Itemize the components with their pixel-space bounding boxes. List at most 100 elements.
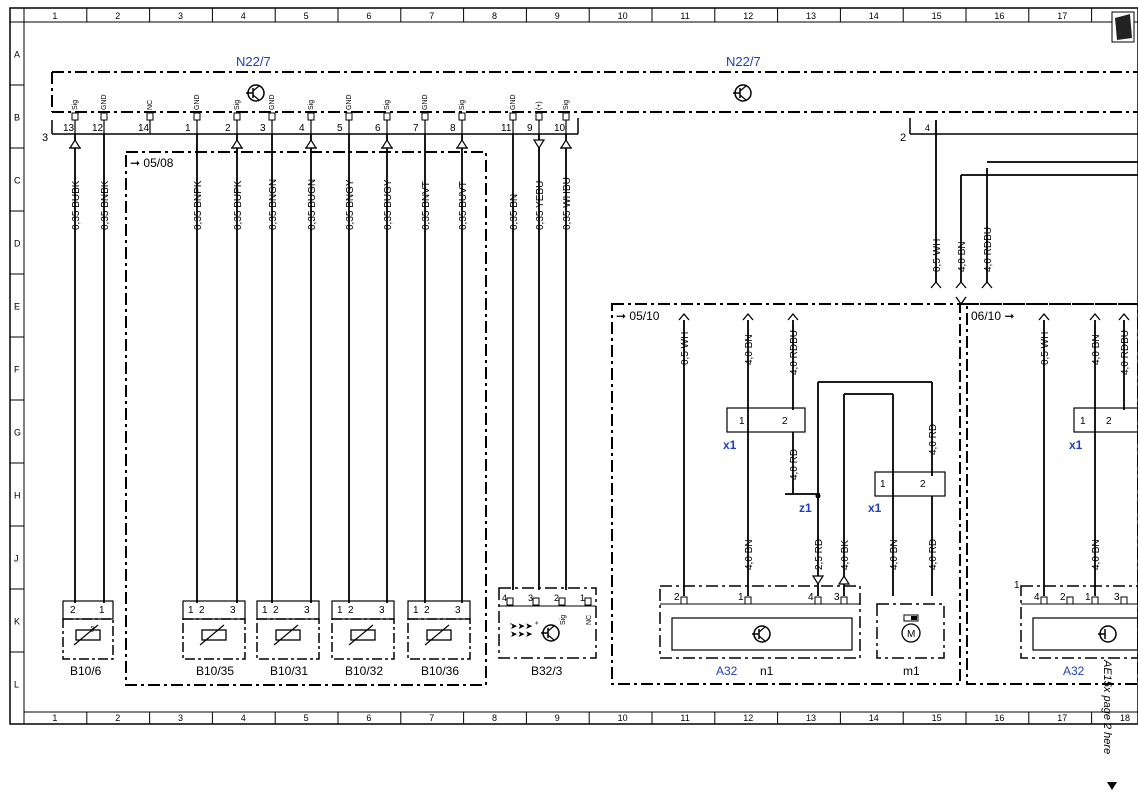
wire[interactable]: 0,35 BN bbox=[509, 134, 520, 590]
x1-label-motor[interactable]: x1 bbox=[868, 501, 882, 515]
wire[interactable]: 0,35 BNGN bbox=[268, 134, 279, 603]
x1-label-right[interactable]: x1 bbox=[1069, 438, 1083, 452]
row-label: E bbox=[14, 302, 20, 312]
wire-label: 0,5 WH bbox=[1040, 332, 1051, 365]
wire[interactable]: 0,35 BUVT bbox=[458, 134, 469, 603]
x1-right-pin-2: 2 bbox=[1106, 416, 1112, 427]
wire-label: 4,0 RDBU bbox=[789, 330, 800, 375]
ref-0610[interactable]: 06/10 ➞ bbox=[971, 309, 1014, 323]
arrow-up-icon bbox=[837, 574, 851, 585]
column-label: 16 bbox=[994, 11, 1004, 21]
ref-0510[interactable]: ➞ 05/10 bbox=[616, 309, 660, 323]
x1-label-left[interactable]: x1 bbox=[723, 438, 737, 452]
wire[interactable]: 0,35 BUBK bbox=[71, 134, 82, 603]
z1-label[interactable]: z1 bbox=[799, 501, 812, 515]
a32-pin-number: 1 bbox=[738, 592, 744, 603]
sheet-frame bbox=[9, 7, 1138, 725]
a32-pin-number: 2 bbox=[674, 592, 680, 603]
bus-pin-number: 1 bbox=[185, 123, 191, 134]
column-label: 18 bbox=[1120, 713, 1130, 723]
a32-label-right[interactable]: A32 bbox=[1063, 664, 1085, 678]
resistor-icon bbox=[426, 629, 452, 641]
transistor-icon bbox=[1098, 625, 1117, 643]
a32-pin bbox=[814, 596, 822, 605]
connector-end-icon bbox=[955, 280, 967, 289]
arrow-up-icon bbox=[559, 138, 573, 149]
row-label: D bbox=[14, 239, 21, 249]
temperature-symbol: ϑ bbox=[90, 625, 95, 634]
bus-pin-number: 11 bbox=[501, 123, 512, 134]
b32-label[interactable]: B32/3 bbox=[531, 664, 563, 678]
a32-right-pin bbox=[1040, 596, 1048, 605]
bus-pin-role: (+) bbox=[536, 101, 543, 110]
ref-0508[interactable]: ➞ 05/08 bbox=[130, 156, 174, 170]
sensor-label: B10/31 bbox=[270, 664, 308, 678]
x1-connector-motor bbox=[874, 471, 946, 497]
b32-pin bbox=[584, 597, 592, 606]
a32-right-pin-number: 2 bbox=[1060, 592, 1066, 603]
column-label: 2 bbox=[115, 11, 120, 21]
column-label: 5 bbox=[304, 11, 309, 21]
b32-box bbox=[498, 587, 597, 659]
module-n22-right-label[interactable]: N22/7 bbox=[726, 54, 761, 69]
wire-label: 4,0 BN bbox=[957, 241, 968, 272]
junction-dot bbox=[815, 493, 821, 499]
connector-end-icon bbox=[787, 312, 799, 321]
bus-pin-role: Sig bbox=[563, 100, 570, 110]
column-label: 6 bbox=[366, 713, 371, 723]
wire[interactable]: 0,35 BNGY bbox=[345, 134, 356, 603]
m1-connector-pin-1: 1 bbox=[880, 479, 886, 490]
wire[interactable]: 0,35 YEBU bbox=[535, 134, 546, 590]
connector-end-icon bbox=[930, 280, 942, 289]
x1-connector-right bbox=[1073, 407, 1138, 433]
a32-label[interactable]: A32 bbox=[716, 664, 738, 678]
split-arrow-icon bbox=[955, 296, 967, 306]
wire-label: 4,0 RDBU bbox=[1120, 330, 1131, 375]
wire[interactable]: 0,35 BUGY bbox=[383, 134, 394, 603]
column-label: 13 bbox=[806, 713, 816, 723]
sensor-pin: 3 bbox=[379, 605, 385, 616]
column-label: 14 bbox=[869, 713, 879, 723]
a32-pin-number: 3 bbox=[834, 592, 840, 603]
transistor-icon bbox=[246, 84, 265, 102]
bus-pin-number: 4 bbox=[299, 123, 305, 134]
bus-pin-number: 7 bbox=[413, 123, 419, 134]
wire-label: 0,5 WH bbox=[932, 239, 943, 272]
wire[interactable]: 0,35 BNBK bbox=[100, 134, 111, 603]
a32-pin bbox=[744, 596, 752, 605]
module-n22-left-label[interactable]: N22/7 bbox=[236, 54, 271, 69]
wire[interactable]: 0,35 BNPK bbox=[193, 134, 204, 603]
b32-pin-number: 4 bbox=[502, 593, 507, 603]
insert-arrow-icon bbox=[1107, 782, 1117, 790]
wire-label: 0,35 BUVT bbox=[458, 181, 469, 230]
wire[interactable]: 0,35 BUPK bbox=[233, 134, 244, 603]
bus-pin-number: 8 bbox=[450, 123, 456, 134]
row-label: J bbox=[14, 554, 19, 564]
column-label: 5 bbox=[304, 713, 309, 723]
sensor-label: B10/36 bbox=[421, 664, 459, 678]
b32-pin bbox=[532, 597, 540, 606]
connector-end-icon bbox=[1089, 312, 1101, 321]
transistor-icon bbox=[752, 625, 771, 643]
sensor-pin: 3 bbox=[230, 605, 236, 616]
wire[interactable]: 0,35 BNVT bbox=[421, 134, 432, 603]
b32-pin-role: + bbox=[534, 621, 541, 625]
bus-pin-role: GND bbox=[101, 94, 108, 110]
sensor-pin: 2 bbox=[199, 605, 205, 616]
arrow-up-icon bbox=[304, 138, 318, 149]
wire[interactable]: 0,35 BUGN bbox=[307, 134, 318, 603]
x1-pin-2: 2 bbox=[782, 416, 788, 427]
wire[interactable]: 0,35 WHBU bbox=[562, 134, 573, 590]
row-label: H bbox=[14, 491, 21, 501]
